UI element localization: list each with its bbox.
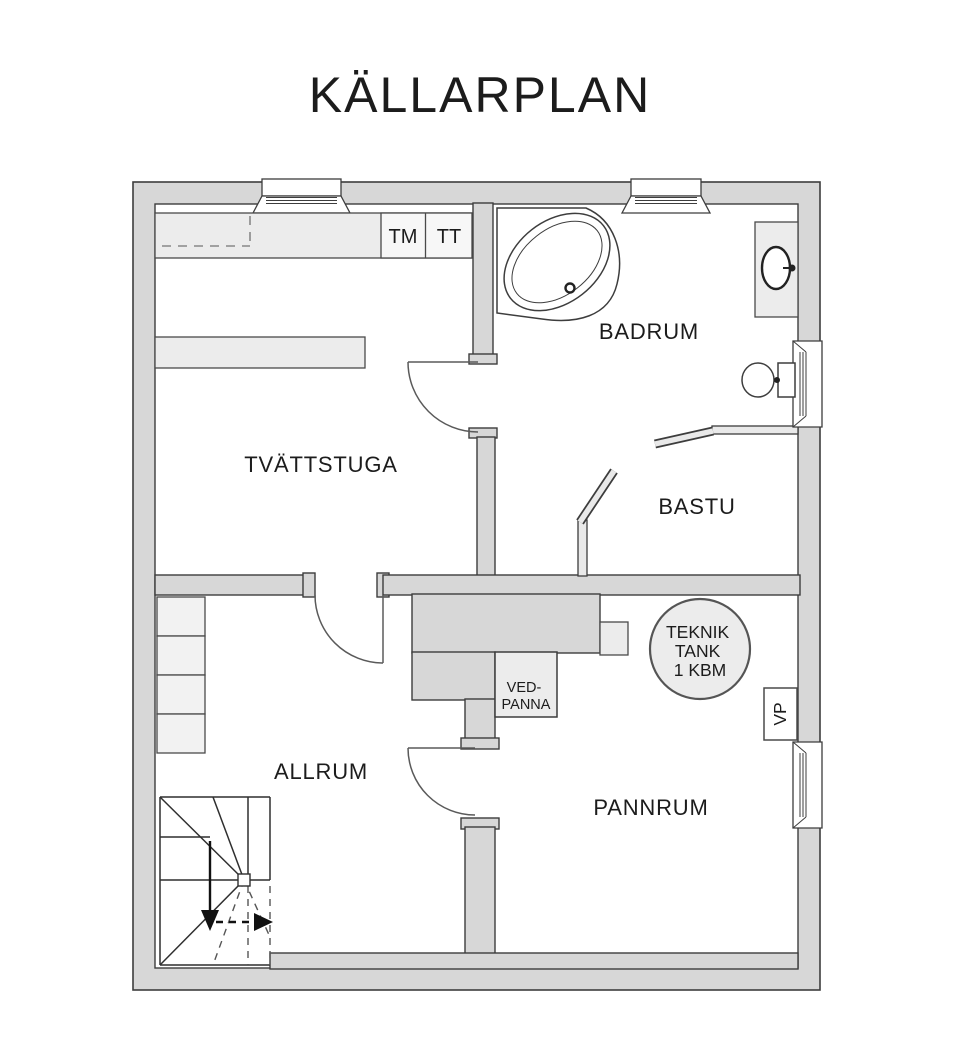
- stairs-up-arrow-icon: [216, 913, 273, 931]
- closet-unit: [156, 596, 206, 637]
- windows: [251, 178, 823, 829]
- chimney-block: [411, 651, 496, 701]
- door-jamb-tab: [460, 737, 500, 750]
- teknik-tank: [648, 597, 752, 701]
- vp-unit: [763, 687, 798, 741]
- interior-walls: [154, 202, 801, 970]
- wall-main-left: [154, 574, 314, 596]
- stair-newel-post: [237, 873, 251, 887]
- machine-cells: [380, 212, 473, 259]
- stairs-down-arrow-icon: [201, 841, 219, 931]
- washing-machine-label: TM: [389, 226, 418, 248]
- teknik-tank-label: TEKNIK TANK 1 KBM: [666, 622, 734, 680]
- wall-south-thick: [269, 952, 799, 970]
- closet-unit: [156, 674, 206, 715]
- vp-label: VP: [770, 702, 790, 725]
- ved-panna-label: VED- PANNA: [502, 680, 551, 713]
- doors: [314, 361, 479, 816]
- bathroom-fixtures: [496, 207, 799, 398]
- room-label-tvattstuga: TVÄTTSTUGA: [244, 452, 397, 477]
- pannrum-equipment: VED- PANNA TEKNIK TANK 1 KBM VP: [494, 597, 798, 741]
- toilet: [741, 362, 796, 398]
- laundry-shelf: [154, 336, 366, 369]
- wall-allrum-pannrum-upper: [464, 698, 496, 741]
- closet-unit: [156, 713, 206, 754]
- closet-unit: [156, 635, 206, 676]
- closets: [156, 596, 206, 754]
- bastu-wall-diagonal-upper: [654, 426, 714, 449]
- wall-corridor-west: [476, 436, 496, 578]
- ved-panna-boiler: [494, 651, 558, 718]
- faucet-icon: [788, 264, 796, 272]
- door-pannrum: [407, 747, 476, 816]
- expansion-box: [599, 621, 629, 656]
- sink: [754, 221, 799, 318]
- allrum-fixtures: [156, 596, 273, 966]
- laundry-fixtures: TM TT: [154, 212, 473, 369]
- room-labels: TVÄTTSTUGA BADRUM BASTU ALLRUM PANNRUM: [244, 319, 735, 820]
- door-allrum: [314, 594, 384, 664]
- door-tvattstuga: [407, 361, 479, 433]
- door-jamb-tab: [468, 353, 498, 365]
- bastu-wall-diagonal-lower: [576, 468, 618, 525]
- door-jamb-tab: [302, 572, 316, 598]
- window-badrum-top: [620, 178, 712, 214]
- window-badrum-right: [792, 340, 823, 428]
- room-label-allrum: ALLRUM: [274, 759, 368, 784]
- tumble-dryer-label: TT: [437, 226, 461, 248]
- bastu-walls: [576, 425, 799, 577]
- wall-tvattstuga-badrum: [472, 202, 494, 356]
- window-tvattstuga: [251, 178, 352, 214]
- wall-allrum-pannrum-lower: [464, 826, 496, 956]
- room-label-pannrum: PANNRUM: [593, 795, 708, 820]
- room-label-badrum: BADRUM: [599, 319, 699, 344]
- wall-main-right: [382, 574, 801, 596]
- tub-drain: [564, 282, 576, 294]
- bastu-wall-west: [577, 519, 588, 577]
- chimney-block: [411, 593, 601, 654]
- bathtub: [496, 207, 621, 322]
- stairs: [159, 796, 273, 966]
- window-pannrum-right: [792, 741, 823, 829]
- page-title: KÄLLARPLAN: [309, 67, 651, 123]
- room-label-bastu: BASTU: [658, 494, 735, 519]
- bastu-wall-north: [711, 425, 799, 435]
